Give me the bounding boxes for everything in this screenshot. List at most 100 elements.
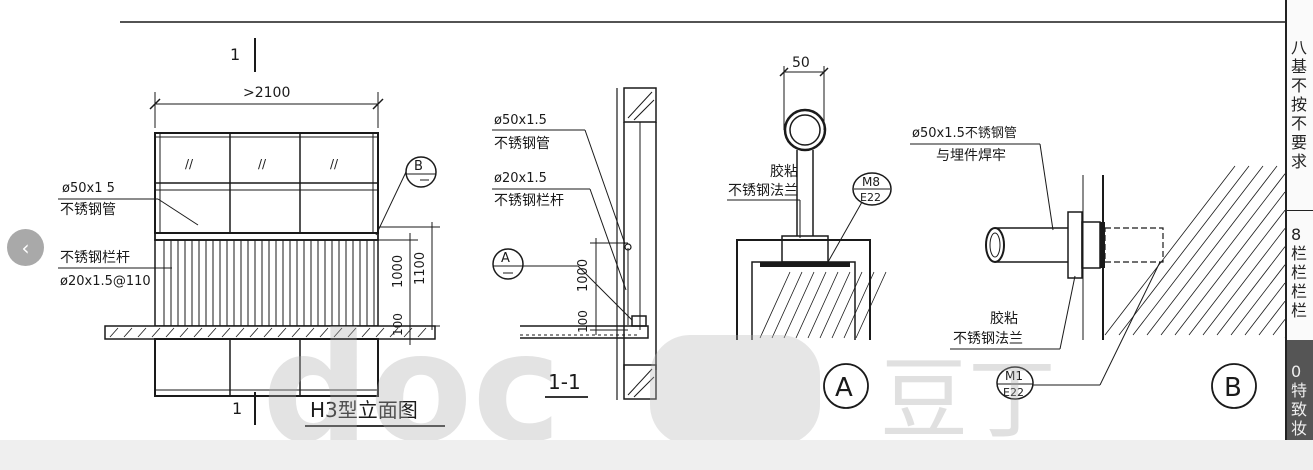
detail-b-flange xyxy=(1067,211,1083,279)
callout-b-leader xyxy=(375,171,407,236)
detail-a-hatch-line xyxy=(819,271,851,339)
detail-a-base-plate xyxy=(760,262,850,267)
detail-b-hatch-line xyxy=(1132,165,1264,336)
right-panel-text-2: 8栏栏栏栏 xyxy=(1291,225,1308,320)
detail-a-dim-tick-right xyxy=(819,67,829,77)
detail-b-bolt-bottom: E22 xyxy=(1003,386,1024,399)
section-dim-100: 100 xyxy=(576,310,590,333)
section-rail-spec: ø20x1.5 xyxy=(494,171,547,186)
detail-a-dim-50: 50 xyxy=(792,55,810,71)
viewer-bottom-bar xyxy=(0,440,1313,470)
detail-b-tube-end-outer xyxy=(985,227,1005,263)
detail-a-tube-outer xyxy=(783,108,827,152)
glass-mark-1: // xyxy=(185,157,194,171)
detail-a-dim-tick-left xyxy=(779,67,789,77)
detail-b-hatch-line xyxy=(1188,209,1285,336)
detail-a-bolt-callout xyxy=(852,172,892,206)
detail-b-label-circle xyxy=(1211,363,1257,409)
callout-b-letter: B xyxy=(414,159,423,174)
drawing-sheet: 1 1 >2100 // // // xyxy=(0,0,1285,440)
dim-1000-label: 1000 xyxy=(391,255,406,288)
slab-hatch-line xyxy=(333,327,343,338)
slab-hatch-line xyxy=(277,327,287,338)
glass-mark-2: // xyxy=(258,157,267,171)
right-panel-text-1: 八基不按不要求 xyxy=(1291,38,1308,171)
dim-tick-right xyxy=(372,98,384,110)
slab-hatch-line xyxy=(249,327,259,338)
section-curb xyxy=(631,315,647,327)
detail-b-flange-label: 不锈钢法兰 xyxy=(953,331,1023,347)
watermark-logo-shape xyxy=(650,335,820,440)
detail-a-hatch-line xyxy=(855,271,887,339)
prev-page-button[interactable]: ‹ xyxy=(7,229,44,266)
tube-name-label: 不锈钢管 xyxy=(60,202,116,218)
baluster-name-label: 不锈钢栏杆 xyxy=(60,250,130,266)
callout-a-leader-2 xyxy=(577,265,633,321)
balusters-group xyxy=(163,240,375,326)
detail-b-weld-note: 与埋件焊牢 xyxy=(936,148,1006,164)
floor-slab-hatch xyxy=(109,327,427,338)
slab-hatch-line xyxy=(361,327,371,338)
detail-b-hatch-line xyxy=(1258,300,1285,336)
detail-a-hatch-line xyxy=(831,271,863,339)
detail-b-hatch-line xyxy=(1272,319,1285,336)
detail-b-tube-note: ø50x1.5不锈钢管 xyxy=(912,126,1017,141)
wall-hatch-3 xyxy=(627,368,653,396)
slab-hatch-line xyxy=(403,327,413,338)
detail-b-bolt-callout xyxy=(996,366,1034,400)
detail-b-anchor xyxy=(1104,227,1164,263)
detail-b-bolt-leader xyxy=(1099,261,1161,386)
detail-b-embed-plate xyxy=(1100,222,1105,268)
slab-hatch-line xyxy=(347,327,357,338)
slab-hatch-line xyxy=(109,327,119,338)
dim-1100-label: 1100 xyxy=(413,252,428,285)
detail-b-hatch-line xyxy=(1230,264,1285,336)
section-tube-name: 不锈钢管 xyxy=(494,136,550,152)
detail-b-flange-plate xyxy=(1081,221,1101,269)
section-tube-leader xyxy=(584,129,626,245)
watermark: doc 豆丁 xyxy=(262,302,1056,440)
tube-leader xyxy=(157,198,199,226)
wall-hatch-2 xyxy=(633,99,655,121)
detail-a-tube-inner xyxy=(789,114,821,146)
section-rail-leader xyxy=(589,188,627,291)
elevation-title: H3型立面图 xyxy=(310,398,418,422)
detail-b-tube-leader xyxy=(1039,143,1054,231)
watermark-chinese: 豆丁 xyxy=(880,348,1056,440)
slab-hatch-line xyxy=(319,327,329,338)
slab-hatch-line xyxy=(151,327,161,338)
section-handrail xyxy=(624,243,632,251)
detail-b-hatch-line xyxy=(1104,165,1236,336)
section-tube-spec: ø50x1.5 xyxy=(494,113,547,128)
detail-a-hatch-line xyxy=(771,271,803,339)
section-1-1-view: 1000 100 ø50x1.5 不锈钢管 ø20x1.5 不锈钢栏杆 A 1-… xyxy=(492,87,657,400)
detail-b-tube-end-inner xyxy=(989,232,1001,258)
wall-beam-bottom xyxy=(623,364,657,400)
detail-a-flange-label: 不锈钢法兰 xyxy=(728,183,798,199)
slab-hatch-line xyxy=(389,327,399,338)
elevation-view: 1 1 >2100 // // // xyxy=(58,38,445,427)
detail-a-bolt-bottom: E22 xyxy=(860,191,881,204)
slab-hatch-line xyxy=(137,327,147,338)
detail-b-view: ø50x1.5不锈钢管 与埋件焊牢 胶粘 不锈钢法兰 M1 E22 B xyxy=(910,126,1285,409)
construction-drawing: 1 1 >2100 // // // xyxy=(58,21,1285,440)
detail-a-label: A xyxy=(835,373,853,403)
detail-a-glue-label: 胶粘 xyxy=(770,163,798,180)
slab-hatch-line xyxy=(193,327,203,338)
detail-a-concrete-hatch xyxy=(759,271,887,339)
detail-b-hatch-line xyxy=(1160,173,1285,336)
dim-tick-left xyxy=(149,98,161,110)
watermark-brand: doc xyxy=(262,302,561,440)
right-panel: 八基不按不要求 8栏栏栏栏 0特致妆 xyxy=(1285,0,1313,440)
detail-b-glue-label: 胶粘 xyxy=(990,310,1018,327)
right-panel-text-3: 0特致妆 xyxy=(1291,362,1308,438)
detail-b-hatch-line xyxy=(1244,282,1285,336)
lower-window-frame xyxy=(154,338,379,397)
glass-mark-3: // xyxy=(330,157,339,171)
detail-a-bolt-top: M8 xyxy=(862,175,880,189)
handrail-tube xyxy=(154,232,379,241)
detail-a-bolt-leader xyxy=(827,201,863,263)
detail-a-hatch-line xyxy=(759,271,791,339)
slab-hatch-line xyxy=(207,327,217,338)
detail-a-label-circle xyxy=(823,363,869,409)
